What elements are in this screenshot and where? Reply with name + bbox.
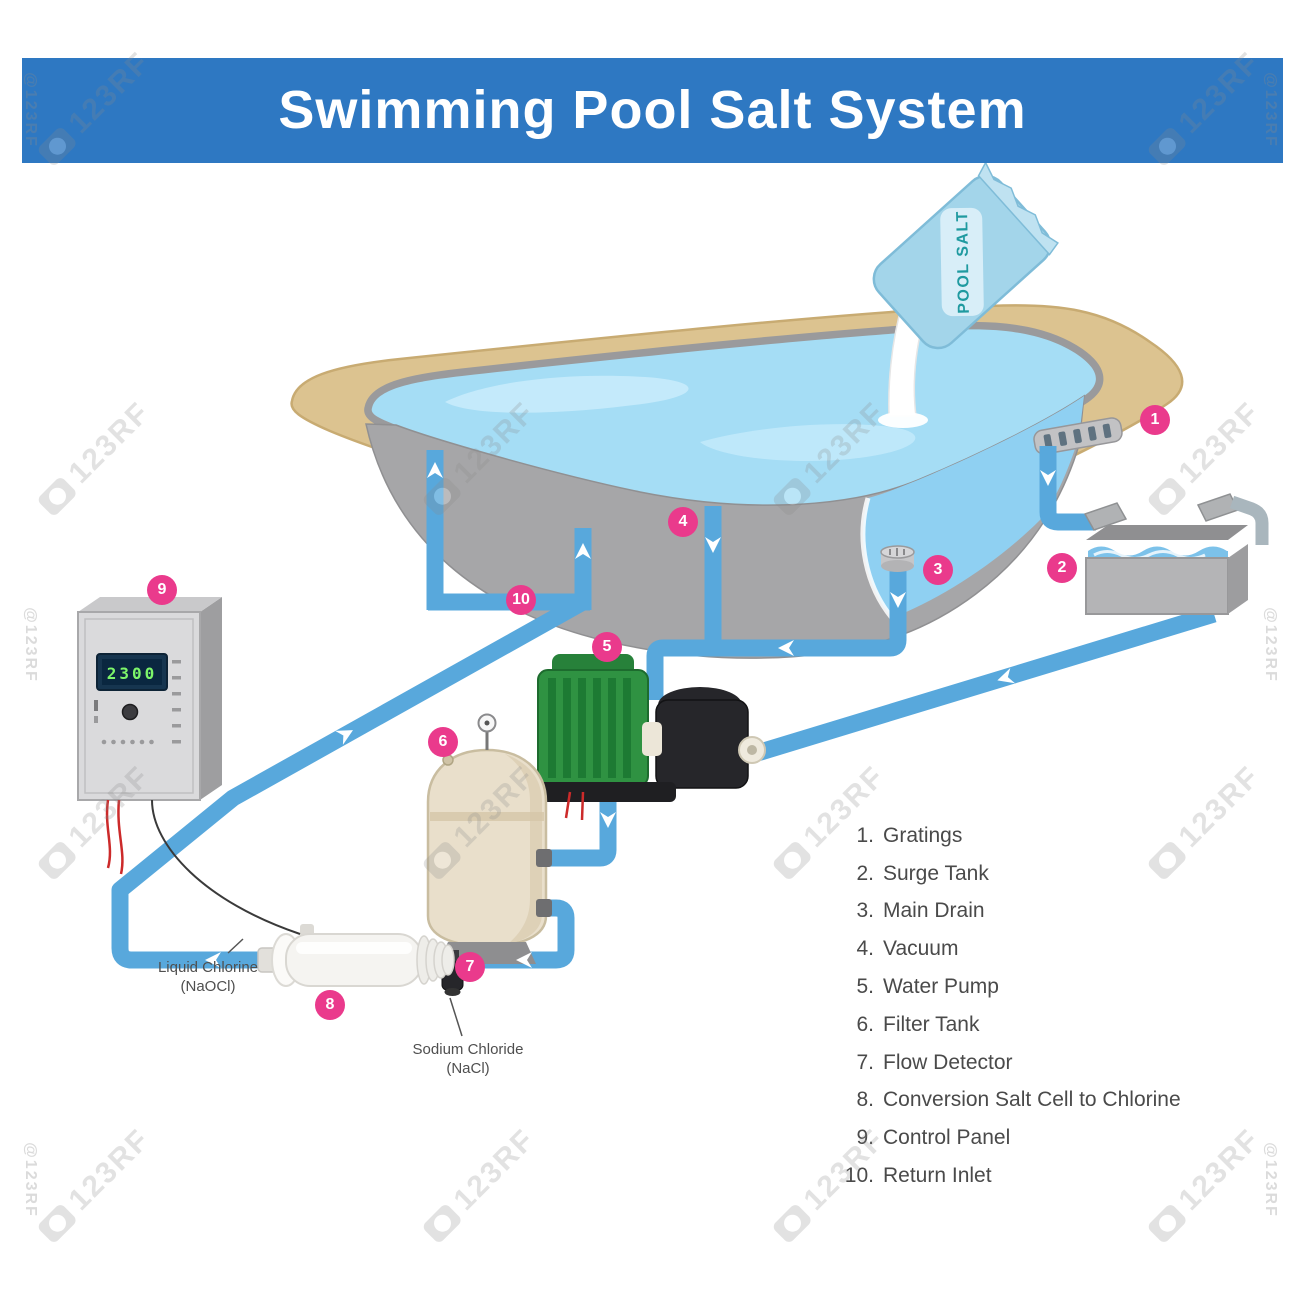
legend-item: 10. Return Inlet — [840, 1157, 1181, 1195]
flow-arrow — [997, 668, 1015, 684]
legend-item-label: Control Panel — [883, 1126, 1011, 1150]
label-sodium-chloride-name: Sodium Chloride — [412, 1041, 524, 1058]
badge-filter-tank: 6 — [428, 727, 458, 757]
legend-item-label: Conversion Salt Cell to Chlorine — [883, 1088, 1181, 1112]
badge-control-panel: 9 — [147, 575, 177, 605]
pipe-filter-to-return — [111, 594, 588, 969]
badge-gratings: 1 — [1140, 405, 1170, 435]
legend-item: 4. Vacuum — [840, 930, 1181, 968]
surge-inlet-fitting — [1083, 502, 1128, 531]
water-highlight — [700, 424, 916, 462]
legend-item-number: 1. — [856, 823, 874, 847]
badge-surge-tank: 2 — [1047, 553, 1077, 583]
pool-waterline — [860, 497, 894, 620]
flow-arrow — [427, 462, 443, 478]
pipes — [111, 446, 1217, 969]
pool-water-cutaway — [862, 396, 1084, 618]
flow-arrow — [1040, 470, 1056, 486]
pump-base — [524, 782, 676, 802]
surge-tank-front — [1085, 557, 1229, 615]
pipe-pool-to-surge — [1039, 446, 1096, 531]
badge-main-drain: 3 — [923, 555, 953, 585]
legend-item-number: 4. — [856, 937, 874, 961]
legend-item: 2. Surge Tank — [840, 855, 1181, 893]
pump-coupler — [642, 722, 662, 756]
legend-item: 1. Gratings — [840, 817, 1181, 855]
bag-crimp — [977, 161, 1059, 256]
legend-item-label: Gratings — [883, 823, 963, 847]
salt-bag: POOL SALT — [872, 161, 1059, 350]
legend-item-number: 2. — [856, 861, 874, 885]
legend-item: 3. Main Drain — [840, 893, 1181, 931]
legend-item-label: Return Inlet — [883, 1164, 992, 1188]
badge-water-pump: 5 — [592, 632, 622, 662]
salt-cell — [257, 924, 455, 987]
flow-arrow — [890, 592, 906, 608]
legend-item-number: 7. — [856, 1050, 874, 1074]
pipe-surge-to-pump — [751, 605, 1217, 763]
page-title: Swimming Pool Salt System — [22, 58, 1283, 163]
leader-lines — [227, 938, 463, 1037]
water-pump — [524, 654, 766, 821]
badge-vacuum: 4 — [668, 507, 698, 537]
flow-arrow — [516, 952, 532, 968]
badge-flow-detector: 7 — [455, 952, 485, 982]
legend-item: 6. Filter Tank — [840, 1006, 1181, 1044]
panel-wire-red — [117, 799, 124, 875]
main-drain — [880, 545, 915, 572]
pipe-main-drain — [646, 566, 907, 700]
filter-tank — [426, 713, 552, 964]
legend-item-label: Flow Detector — [883, 1050, 1013, 1074]
label-sodium-chloride: Sodium Chloride (NaCl) — [397, 1040, 539, 1078]
legend-item: 9. Control Panel — [840, 1119, 1181, 1157]
flow-arrow — [205, 952, 221, 968]
pipe-pump-to-filter — [540, 784, 617, 867]
title-banner: Swimming Pool Salt System — [22, 58, 1283, 163]
flow-arrow — [705, 537, 721, 553]
badge-return-inlet: 10 — [506, 585, 536, 615]
control-panel: 2300 — [77, 597, 301, 935]
legend-item-number: 5. — [856, 975, 874, 999]
legend-item-number: 8. — [856, 1088, 874, 1112]
legend-list: 1. Gratings 2. Surge Tank 3. Main Drain 4. V… — [840, 817, 1181, 1195]
surge-tank — [1083, 493, 1269, 615]
legend-item-label: Surge Tank — [883, 861, 989, 885]
label-liquid-chlorine-formula: (NaOCl) — [180, 978, 236, 995]
legend-item-number: 6. — [856, 1012, 874, 1036]
flow-arrow — [575, 543, 591, 559]
legend-item-label: Vacuum — [883, 937, 959, 961]
legend-item-number: 10. — [844, 1164, 874, 1188]
flow-arrow — [600, 812, 616, 828]
flow-arrows — [205, 462, 1056, 968]
filter-tank-shade — [505, 754, 542, 944]
cell-cable — [151, 799, 301, 935]
legend-item: 5. Water Pump — [840, 968, 1181, 1006]
legend-item-label: Main Drain — [883, 899, 985, 923]
legend-item-number: 3. — [856, 899, 874, 923]
surge-tank-side — [1228, 544, 1248, 614]
legend-item: 7. Flow Detector — [840, 1044, 1181, 1082]
legend-item-label: Filter Tank — [883, 1012, 980, 1036]
flow-arrow — [335, 730, 353, 745]
salt-splash — [878, 412, 928, 428]
filter-port-lower — [536, 899, 552, 917]
label-sodium-chloride-formula: (NaCl) — [446, 1060, 490, 1077]
surge-overflow-pipe — [1229, 495, 1269, 545]
legend-item-number: 9. — [856, 1126, 874, 1150]
salt-bag-label: POOL SALT — [954, 210, 973, 314]
water-highlight — [445, 375, 689, 413]
badge-salt-cell: 8 — [315, 990, 345, 1020]
legend-item: 8. Conversion Salt Cell to Chlorine — [840, 1082, 1181, 1120]
flow-arrow — [778, 640, 794, 656]
label-liquid-chlorine: Liquid Chlorine (NaOCl) — [137, 958, 279, 996]
label-liquid-chlorine-name: Liquid Chlorine — [157, 959, 259, 976]
grating — [1033, 417, 1123, 455]
panel-knob — [121, 703, 139, 721]
page-title-text: Swimming Pool Salt System — [278, 80, 1027, 140]
panel-display-value: 2300 — [107, 664, 158, 683]
filter-port-upper — [536, 849, 552, 867]
panel-wire-red — [105, 799, 112, 869]
legend-item-label: Water Pump — [883, 975, 999, 999]
